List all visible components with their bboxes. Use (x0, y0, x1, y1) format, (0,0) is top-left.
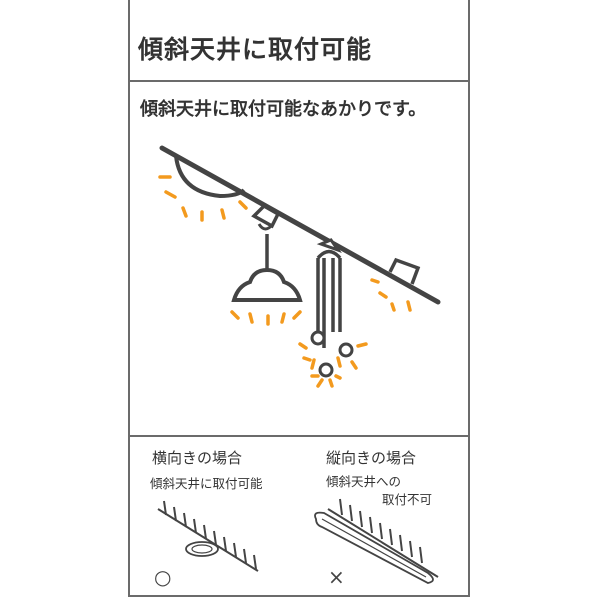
horizontal-subtitle: 傾斜天井に取付可能 (150, 476, 263, 491)
vertical-ceiling-hatch (327, 498, 439, 578)
ng-mark: × (328, 565, 345, 589)
pendant-light-icon (231, 267, 303, 302)
orientation-comparison: 横向きの場合 傾斜天井に取付可能 縦向きの場合 傾斜天井への 取付不可 (128, 435, 470, 597)
ceiling-light-icon (174, 155, 246, 199)
sloped-ceiling-illustration (128, 130, 470, 430)
vertical-subtitle-line1: 傾斜天井への (326, 474, 402, 489)
horizontal-title: 横向きの場合 (152, 449, 243, 467)
vertical-subtitle-line2: 取付不可 (382, 492, 433, 507)
light-rays (158, 175, 248, 222)
ceiling-line (159, 145, 441, 305)
horizontal-ceiling-hatch (157, 500, 259, 572)
horizontal-fixture-icon (185, 541, 219, 557)
description-text: 傾斜天井に取付可能なあかりです。 (140, 99, 427, 120)
box-light-icon (388, 257, 421, 285)
ok-mark: ○ (154, 565, 172, 589)
card-border (128, 0, 470, 597)
page-title: 傾斜天井に取付可能 (138, 35, 373, 64)
header: 傾斜天井に取付可能 (128, 0, 470, 82)
vertical-title: 縦向きの場合 (326, 449, 417, 467)
spot-pendant-icon (316, 258, 342, 348)
